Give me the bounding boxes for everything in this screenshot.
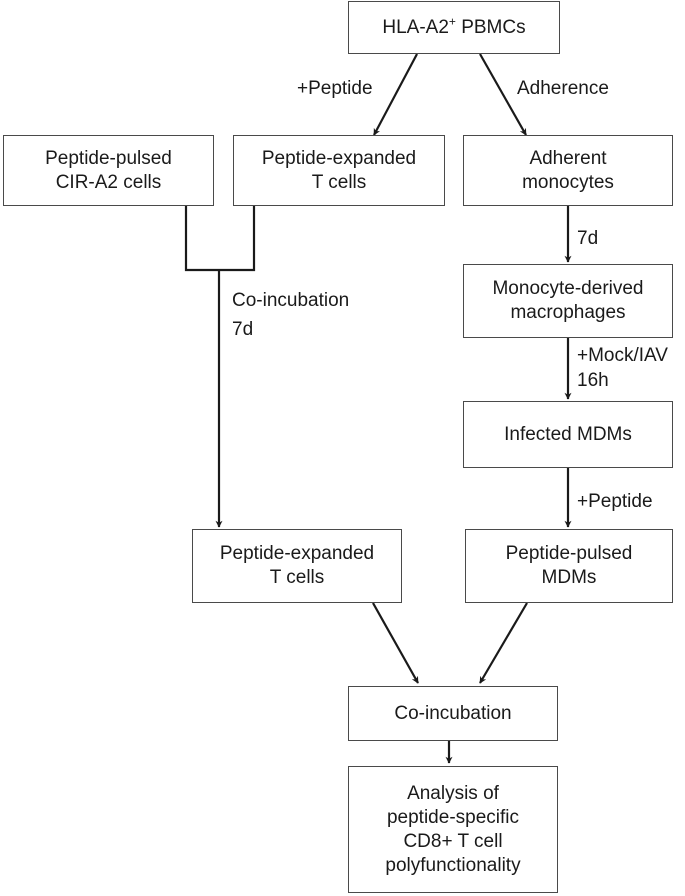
arrow-mdms-to-coinc <box>479 602 528 684</box>
arrow-pbmc-to-tcells <box>373 53 418 136</box>
edge-label-16h: 16h <box>577 370 609 391</box>
node-peptide-expanded-t-cells-top: Peptide-expanded T cells <box>233 135 445 206</box>
node-analysis: Analysis of peptide-specific CD8+ T cell… <box>348 766 558 893</box>
node-text-line: Co-incubation <box>394 702 512 724</box>
node-text-line: Peptide-expanded <box>261 147 417 169</box>
node-monocyte-derived-macrophages: Monocyte-derived macrophages <box>463 264 673 338</box>
node-text-line: polyfunctionality <box>385 854 521 876</box>
edge-label-peptide-mid: +Peptide <box>577 491 653 512</box>
node-pbmcs: HLA-A2+ PBMCs <box>348 1 560 54</box>
node-peptide-pulsed-cir-a2: Peptide-pulsed CIR-A2 cells <box>3 135 214 206</box>
edge-label-peptide-top: +Peptide <box>297 78 373 99</box>
node-text-line: monocytes <box>522 171 614 193</box>
node-text-line: T cells <box>269 567 325 588</box>
node-text-line: T cells <box>311 171 367 193</box>
node-text-line: CIR-A2 cells <box>55 171 162 193</box>
edge-label-coincubation-duration: 7d <box>232 319 254 340</box>
node-text-line: CD8+ T cell <box>403 830 503 852</box>
node-co-incubation: Co-incubation <box>348 686 558 741</box>
node-text-line: Analysis of <box>407 782 499 804</box>
edge-label-adherence: Adherence <box>517 78 609 99</box>
node-infected-mdms: Infected MDMs <box>463 401 673 468</box>
node-text-line: peptide-specific <box>386 806 520 828</box>
node-text-line: Peptide-pulsed <box>505 543 633 564</box>
node-peptide-expanded-t-cells-bottom: Peptide-expanded T cells <box>192 529 402 603</box>
node-text-line: Infected MDMs <box>504 423 632 445</box>
node-peptide-pulsed-mdms: Peptide-pulsed MDMs <box>465 529 673 603</box>
arrow-tcells-to-coinc <box>372 602 419 684</box>
edge-label-mock-iav: +Mock/IAV <box>577 345 668 366</box>
edge-label-coincubation: Co-incubation <box>232 290 350 311</box>
node-text-line: Adherent <box>529 147 607 169</box>
node-text-line: MDMs <box>541 567 597 588</box>
node-text-line: Monocyte-derived <box>492 278 644 299</box>
node-text-line: Peptide-pulsed <box>45 147 172 169</box>
node-text-line: Peptide-expanded <box>219 543 375 564</box>
node-text-line: macrophages <box>510 302 626 323</box>
node-adherent-monocytes: Adherent monocytes <box>463 135 673 206</box>
arrow-pbmc-to-monocytes <box>479 53 527 136</box>
edge-label-7d: 7d <box>577 228 599 249</box>
merge-bracket <box>184 206 256 272</box>
